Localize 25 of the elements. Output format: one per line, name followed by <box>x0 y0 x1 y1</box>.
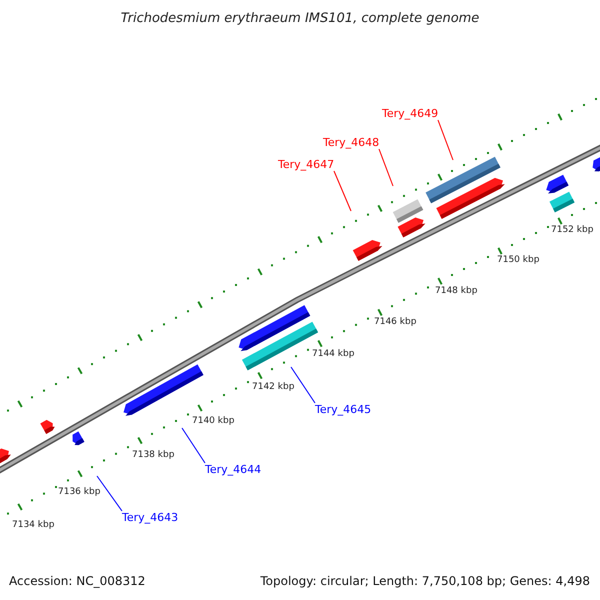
leader-line <box>96 476 122 512</box>
gene-label: Tery_4645 <box>315 403 372 416</box>
scale-label: 7150 kbp <box>497 255 540 266</box>
scale-label: 7136 kbp <box>58 487 100 498</box>
scale-label: 7146 kbp <box>374 317 416 328</box>
gene-label: Tery_4644 <box>205 463 262 476</box>
leader-line <box>438 120 454 160</box>
diagram-title: Trichodesmium erythraeum IMS101, complete genome <box>120 10 480 28</box>
scale-label: 7140 kbp <box>192 416 234 427</box>
scale-label: 7148 kbp <box>435 286 478 297</box>
footer-text: Accession: NC_008312 <box>9 574 146 588</box>
scale-label: 7134 kbp <box>12 520 54 531</box>
leader-line <box>290 366 316 404</box>
scale-label: 7152 kbp <box>551 225 594 236</box>
gene-label: Tery_4647 <box>278 158 334 171</box>
gene-label: Tery_4648 <box>323 136 380 149</box>
scale-label: 7142 kbp <box>252 382 294 393</box>
leader-line <box>334 170 352 212</box>
gene-label: Tery_4649 <box>382 107 438 120</box>
gene-label: Tery_4643 <box>122 511 178 524</box>
leader-line <box>378 148 394 186</box>
scale-label: 7138 kbp <box>132 450 174 461</box>
leader-line <box>182 428 206 464</box>
scale-label: 7144 kbp <box>312 349 354 360</box>
footer-text: Topology: circular; Length: 7,750,108 bp; Genes: 4,498 <box>260 574 590 588</box>
